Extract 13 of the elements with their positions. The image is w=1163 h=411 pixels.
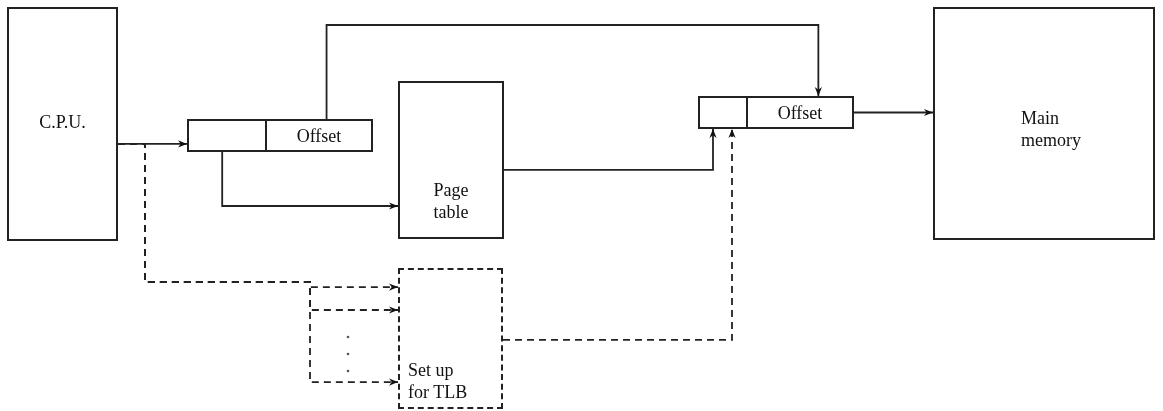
arrow xyxy=(503,128,717,171)
arrow xyxy=(325,24,822,120)
tlb-setup-box: Set up for TLB xyxy=(398,268,503,409)
page-table-box: Page table xyxy=(398,81,504,239)
arrow xyxy=(853,108,934,117)
offset-field: Offset xyxy=(746,96,854,129)
cpu-box: C.P.U. xyxy=(7,7,118,241)
main-memory-box: Main memory xyxy=(933,7,1155,240)
offset-field: Offset xyxy=(265,119,373,152)
arrow xyxy=(502,128,736,341)
page-number-field xyxy=(187,119,267,152)
arrow xyxy=(221,151,399,210)
frame-number-field xyxy=(698,96,748,129)
